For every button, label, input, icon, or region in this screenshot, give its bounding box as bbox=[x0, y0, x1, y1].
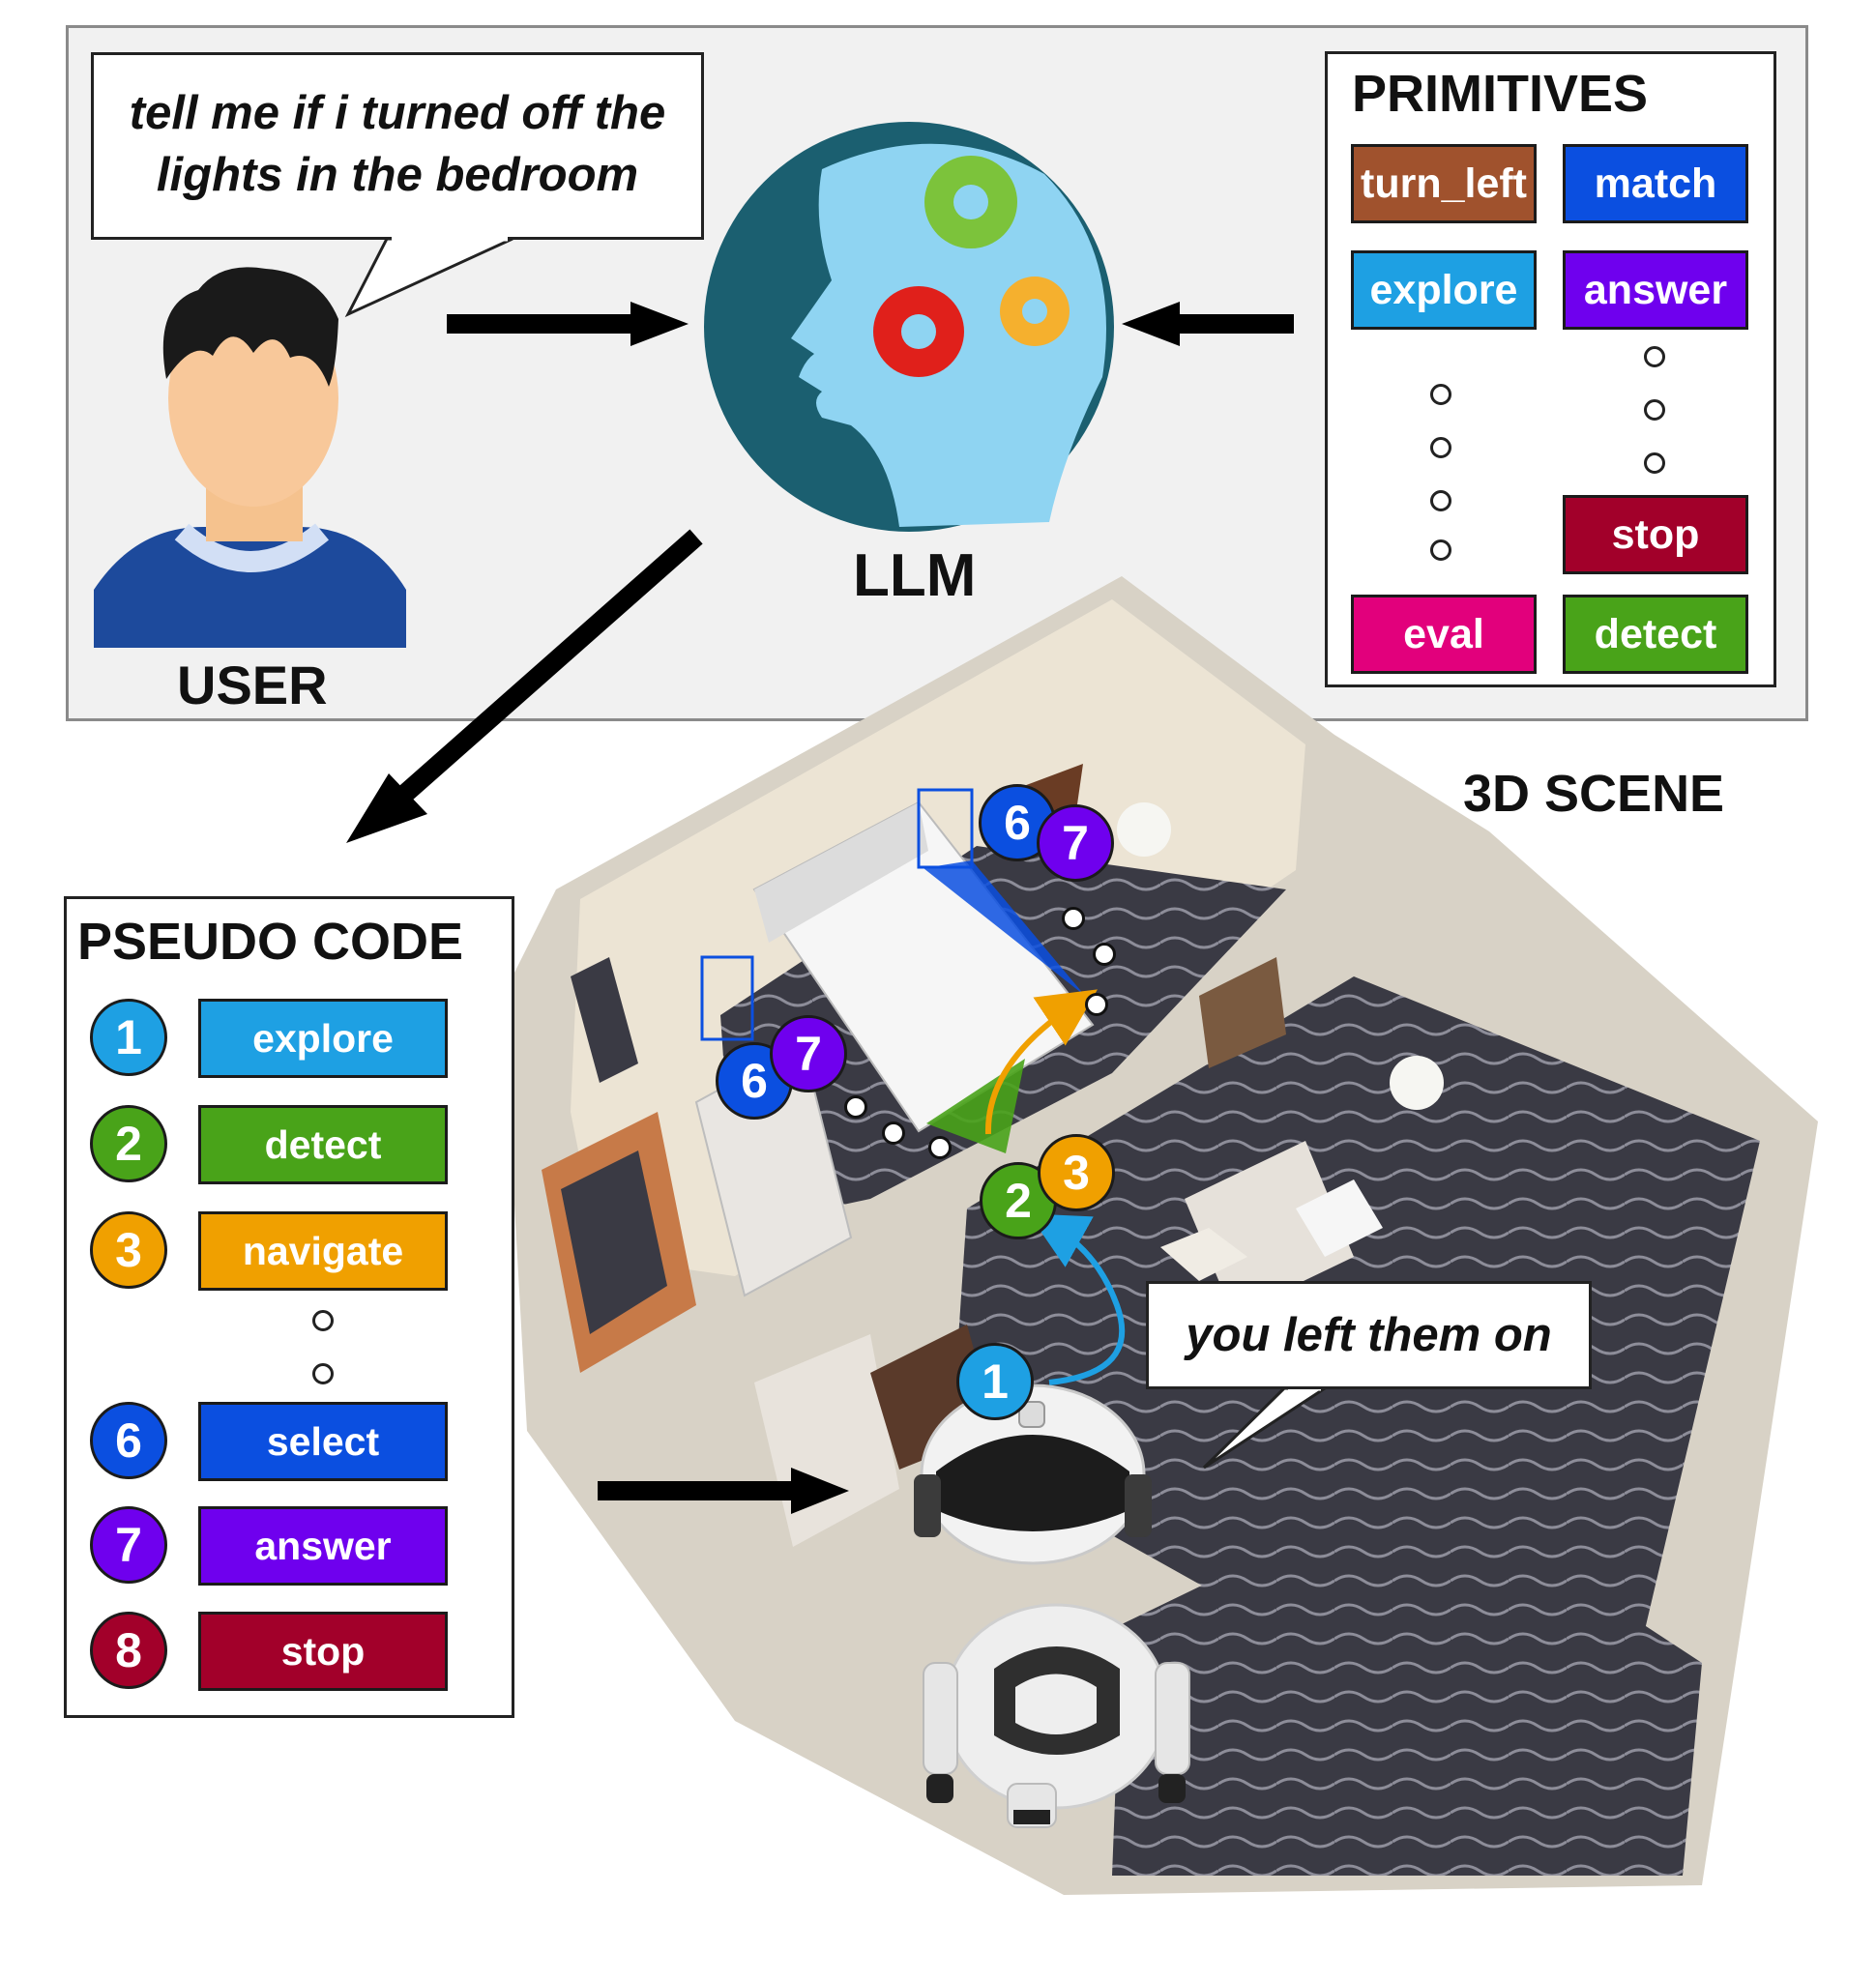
ellipsis-dot bbox=[1430, 384, 1451, 405]
robot bbox=[914, 1383, 1190, 1828]
ellipsis-dot bbox=[1644, 346, 1665, 367]
ellipsis-dot bbox=[1430, 539, 1451, 561]
user-avatar bbox=[94, 267, 406, 648]
step-navigate: navigate bbox=[198, 1211, 448, 1291]
llm-head-icon bbox=[704, 122, 1114, 532]
floor-plan bbox=[503, 576, 1818, 1895]
primitive-answer: answer bbox=[1563, 250, 1748, 330]
robot-speech-bubble: you left them on bbox=[1146, 1281, 1592, 1389]
primitive-stop: stop bbox=[1563, 495, 1748, 574]
scene-marker-1: 1 bbox=[956, 1343, 1034, 1420]
scene-label: 3D SCENE bbox=[1463, 765, 1725, 823]
primitives-title: PRIMITIVES bbox=[1352, 65, 1649, 123]
step-stop: stop bbox=[198, 1612, 448, 1691]
path-dot bbox=[928, 1136, 952, 1159]
step-answer: answer bbox=[198, 1506, 448, 1586]
primitive-explore: explore bbox=[1351, 250, 1537, 330]
flow-arrows bbox=[346, 302, 1294, 1514]
primitive-detect: detect bbox=[1563, 595, 1748, 674]
ellipsis-dot bbox=[312, 1310, 334, 1331]
scene-marker-7: 7 bbox=[1037, 804, 1114, 882]
step-explore: explore bbox=[198, 999, 448, 1078]
path-dot bbox=[1062, 907, 1085, 930]
detections bbox=[700, 788, 1126, 1385]
scene-marker-3: 3 bbox=[1038, 1134, 1115, 1211]
path-dot bbox=[1085, 993, 1108, 1016]
primitive-eval: eval bbox=[1351, 595, 1537, 674]
step-detect: detect bbox=[198, 1105, 448, 1184]
ellipsis-dot bbox=[1430, 437, 1451, 458]
step-number-2: 2 bbox=[90, 1105, 167, 1182]
ellipsis-dot bbox=[1644, 452, 1665, 474]
ellipsis-dot bbox=[1430, 490, 1451, 511]
step-number-3: 3 bbox=[90, 1211, 167, 1289]
step-number-6: 6 bbox=[90, 1402, 167, 1479]
primitive-match: match bbox=[1563, 144, 1748, 223]
path-dot bbox=[844, 1095, 867, 1119]
llm-label: LLM bbox=[853, 542, 977, 609]
step-number-8: 8 bbox=[90, 1612, 167, 1689]
step-number-1: 1 bbox=[90, 999, 167, 1076]
path-dot bbox=[1093, 943, 1116, 966]
user-label: USER bbox=[177, 655, 328, 715]
step-number-7: 7 bbox=[90, 1506, 167, 1584]
step-select: select bbox=[198, 1402, 448, 1481]
ellipsis-dot bbox=[1644, 399, 1665, 421]
user-speech-bubble: tell me if i turned off the lights in th… bbox=[91, 52, 704, 240]
scene-marker-7: 7 bbox=[770, 1015, 847, 1092]
pseudo-code-title: PSEUDO CODE bbox=[77, 913, 464, 971]
primitive-turn-left: turn_left bbox=[1351, 144, 1537, 223]
path-dot bbox=[882, 1121, 905, 1145]
ellipsis-dot bbox=[312, 1363, 334, 1384]
